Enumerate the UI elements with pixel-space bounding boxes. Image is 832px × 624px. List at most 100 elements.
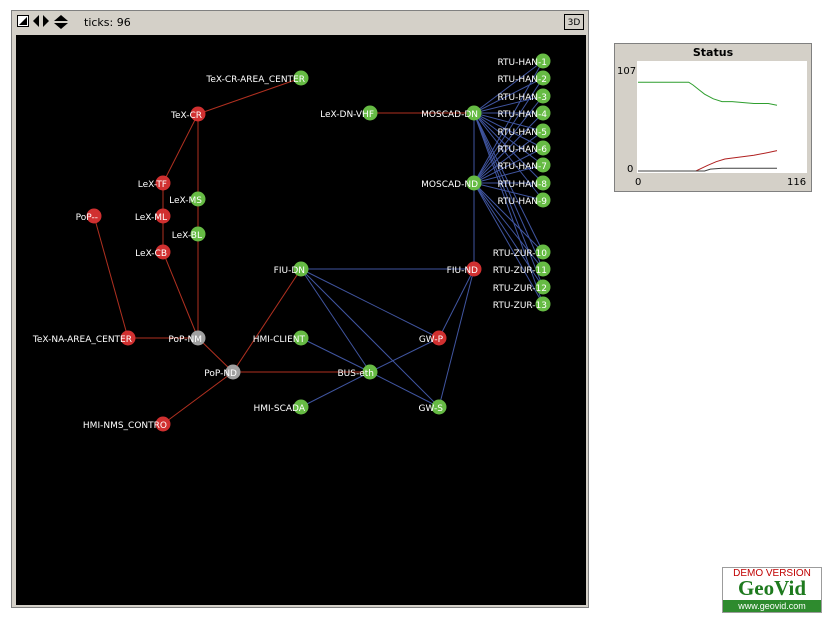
node-circle-pop-nd[interactable] (225, 364, 241, 380)
y-min-label: 0 (627, 164, 634, 175)
node-moscad-nd[interactable]: MOSCAD-ND (421, 175, 482, 191)
node-rtu-zur-13[interactable]: RTU-ZUR-13 (493, 296, 551, 312)
node-hmi-scada[interactable]: HMI-SCADA (253, 399, 309, 415)
node-label-pop-nm: PoP-NM (168, 335, 202, 345)
node-gw-s[interactable]: GW-S (419, 399, 447, 415)
node-label-tex-cr: TeX-CR (170, 111, 202, 121)
node-lex-tf[interactable]: LeX-TF (138, 175, 171, 191)
node-circle-rtu-zur-11[interactable] (535, 261, 551, 277)
node-lex-bl[interactable]: LeX-BL (172, 226, 206, 242)
node-label-rtu-zur-13: RTU-ZUR-13 (493, 301, 547, 311)
node-circle-lex-tf[interactable] (155, 175, 171, 191)
node-circle-hmi-scada[interactable] (293, 399, 309, 415)
link-moscad-nd-rtu-zur-10 (473, 182, 544, 253)
node-circle-lex-ml[interactable] (155, 208, 171, 224)
3d-view-button[interactable]: 3D (564, 14, 584, 30)
node-circle-rtu-han-9[interactable] (535, 192, 551, 208)
plot-canvas (638, 81, 778, 172)
node-lex-cb[interactable]: LeX-CB (135, 244, 171, 260)
node-circle-fiu-nd[interactable] (466, 261, 482, 277)
node-circle-rtu-han-8[interactable] (535, 175, 551, 191)
node-rtu-han-5[interactable]: RTU-HAN-5 (497, 123, 551, 139)
node-pop-nm[interactable]: PoP-NM (168, 330, 206, 346)
node-rtu-han-2[interactable]: RTU-HAN-2 (497, 70, 551, 86)
node-tex-cr[interactable]: TeX-CR (170, 106, 206, 122)
node-circle-tex-cr-area[interactable] (293, 70, 309, 86)
node-circle-pop-nm[interactable] (190, 330, 206, 346)
node-moscad-dn[interactable]: MOSCAD-DN (421, 105, 482, 121)
node-tex-cr-area[interactable]: TeX-CR-AREA_CENTER (205, 70, 309, 86)
node-circle-rtu-zur-10[interactable] (535, 244, 551, 260)
node-pop-dash[interactable]: PoP-- (76, 208, 102, 224)
node-circle-tex-na-area[interactable] (120, 330, 136, 346)
node-gw-p[interactable]: GW-P (419, 330, 447, 346)
node-lex-ms[interactable]: LeX-MS (169, 191, 206, 207)
node-circle-moscad-nd[interactable] (466, 175, 482, 191)
node-circle-pop-dash[interactable] (86, 208, 102, 224)
geovid-logo: GeoVid (737, 576, 807, 600)
y-max-label: 107 (617, 66, 637, 77)
node-circle-rtu-han-1[interactable] (535, 53, 551, 69)
node-rtu-zur-11[interactable]: RTU-ZUR-11 (493, 261, 551, 277)
node-circle-hmi-client[interactable] (293, 330, 309, 346)
node-fiu-dn[interactable]: FIU-DN (274, 261, 309, 277)
node-circle-gw-p[interactable] (431, 330, 447, 346)
node-rtu-zur-10[interactable]: RTU-ZUR-10 (493, 244, 551, 260)
world-view[interactable]: TeX-CR-AREA_CENTER TeX-CR LeX-DN-VHF MOSCAD… (16, 35, 586, 605)
node-pop-nd[interactable]: PoP-ND (204, 364, 241, 380)
node-circle-bus-eth[interactable] (362, 364, 378, 380)
node-label-rtu-han-1: RTU-HAN-1 (497, 58, 547, 68)
node-circle-rtu-han-6[interactable] (535, 140, 551, 156)
network-graph: TeX-CR-AREA_CENTER TeX-CR LeX-DN-VHF MOSCAD… (32, 53, 551, 432)
node-circle-lex-cb[interactable] (155, 244, 171, 260)
node-circle-rtu-zur-12[interactable] (535, 279, 551, 295)
node-circle-rtu-han-3[interactable] (535, 88, 551, 104)
node-hmi-nms[interactable]: HMI-NMS_CONTRO (83, 416, 171, 432)
node-circle-lex-bl[interactable] (190, 226, 206, 242)
demo-version-label: DEMO VERSION (733, 568, 811, 579)
node-circle-gw-s[interactable] (431, 399, 447, 415)
node-circle-rtu-zur-13[interactable] (535, 296, 551, 312)
node-tex-na-area[interactable]: TeX-NA-AREA_CENTER (32, 330, 136, 346)
link-fiu-nd-gw-s (438, 268, 475, 408)
view-toolbar: ticks: 96 3D (12, 11, 588, 35)
node-rtu-han-7[interactable]: RTU-HAN-7 (497, 157, 551, 173)
node-circle-rtu-han-7[interactable] (535, 157, 551, 173)
node-label-lex-ml: LeX-ML (135, 213, 167, 223)
node-hmi-client[interactable]: HMI-CLIENT (253, 330, 309, 346)
up-down-arrows-icon[interactable] (54, 15, 68, 29)
node-circle-lex-ms[interactable] (190, 191, 206, 207)
node-fiu-nd[interactable]: FIU-ND (447, 261, 482, 277)
node-circle-hmi-nms[interactable] (155, 416, 171, 432)
node-circle-rtu-han-5[interactable] (535, 123, 551, 139)
link-hmi-scada-bus-eth (300, 371, 371, 408)
link-moscad-dn-rtu-han-5 (473, 112, 544, 132)
node-bus-eth[interactable]: BUS-eth (338, 364, 378, 380)
node-rtu-han-4[interactable]: RTU-HAN-4 (497, 105, 551, 121)
node-label-rtu-zur-10: RTU-ZUR-10 (493, 249, 548, 259)
link-moscad-dn-rtu-han-6 (473, 112, 544, 149)
node-circle-moscad-dn[interactable] (466, 105, 482, 121)
node-circle-rtu-han-2[interactable] (535, 70, 551, 86)
link-moscad-dn-rtu-han-8 (473, 112, 544, 184)
link-moscad-dn-rtu-han-1 (473, 60, 544, 114)
link-moscad-dn-rtu-zur-12 (473, 112, 544, 288)
node-rtu-han-6[interactable]: RTU-HAN-6 (497, 140, 551, 156)
node-rtu-zur-12[interactable]: RTU-ZUR-12 (493, 279, 551, 295)
node-label-rtu-han-3: RTU-HAN-3 (497, 93, 547, 103)
node-circle-fiu-dn[interactable] (293, 261, 309, 277)
node-circle-lex-dn-vhf[interactable] (362, 105, 378, 121)
node-label-rtu-han-4: RTU-HAN-4 (497, 110, 547, 120)
node-rtu-han-9[interactable]: RTU-HAN-9 (497, 192, 551, 208)
node-lex-dn-vhf[interactable]: LeX-DN-VHF (320, 105, 378, 121)
node-label-rtu-han-2: RTU-HAN-2 (497, 75, 547, 85)
node-rtu-han-1[interactable]: RTU-HAN-1 (497, 53, 551, 69)
link-moscad-dn-rtu-han-3 (473, 95, 544, 114)
node-circle-tex-cr[interactable] (190, 106, 206, 122)
node-rtu-han-3[interactable]: RTU-HAN-3 (497, 88, 551, 104)
node-rtu-han-8[interactable]: RTU-HAN-8 (497, 175, 551, 191)
node-circle-rtu-han-4[interactable] (535, 105, 551, 121)
node-lex-ml[interactable]: LeX-ML (135, 208, 171, 224)
left-right-arrows-icon[interactable] (33, 15, 49, 27)
edit-icon[interactable] (17, 15, 29, 27)
